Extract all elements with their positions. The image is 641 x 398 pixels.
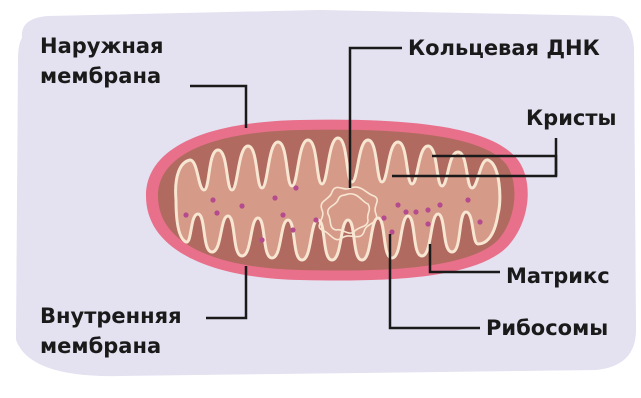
ribosome-dot: [425, 207, 430, 212]
ribosome-dot: [395, 202, 400, 207]
label-cristae: Кристы: [526, 104, 617, 132]
ribosome-dot: [239, 203, 244, 208]
ribosome-dot: [259, 237, 264, 242]
ribosome-dot: [381, 215, 386, 220]
label-matrix: Матрикс: [506, 262, 610, 290]
ribosome-dot: [280, 212, 285, 217]
ribosome-dot: [210, 197, 215, 202]
label-inner-membrane-2: мембрана: [40, 332, 161, 360]
ribosome-dot: [272, 195, 277, 200]
ribosome-dot: [425, 221, 430, 226]
ribosome-dot: [214, 210, 219, 215]
label-ribosomes: Рибосомы: [486, 314, 608, 342]
ribosome-dot: [437, 202, 442, 207]
ribosome-dot: [477, 219, 482, 224]
ribosome-dot: [293, 185, 298, 190]
label-outer-membrane-2: мембрана: [40, 62, 161, 90]
ribosome-dot: [183, 212, 188, 217]
ribosome-dot: [389, 229, 394, 234]
ribosome-dot: [403, 209, 408, 214]
ribosome-dot: [465, 197, 470, 202]
label-inner-membrane-1: Внутренняя: [40, 302, 182, 330]
ribosome-dot: [290, 227, 295, 232]
ribosome-dot: [313, 217, 318, 222]
label-dna: Кольцевая ДНК: [408, 34, 600, 62]
label-outer-membrane-1: Наружная: [40, 32, 164, 60]
ribosome-dot: [413, 209, 418, 214]
